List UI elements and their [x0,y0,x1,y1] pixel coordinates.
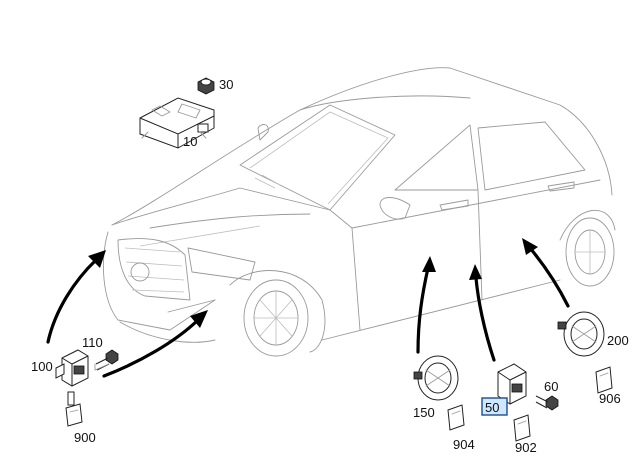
sensor-200 [557,311,605,357]
arrow-50-up [469,264,496,362]
callout-200[interactable]: 200 [607,333,629,348]
bolt-110 [94,349,119,371]
sensor-150 [413,355,459,401]
callout-150[interactable]: 150 [413,405,435,420]
callout-904[interactable]: 904 [453,437,475,452]
callout-100[interactable]: 100 [31,359,53,374]
arrow-to-front-lower [102,310,208,378]
arrow-200-up [522,238,570,308]
connector-906 [595,366,613,394]
bolt-60 [535,395,559,411]
arrow-150-up [416,256,436,354]
callout-902[interactable]: 902 [515,440,537,455]
callout-50-highlight [481,397,508,416]
callout-906[interactable]: 906 [599,391,621,406]
connector-900 [65,391,83,427]
callout-110[interactable]: 110 [82,335,103,350]
connector-904 [447,404,465,431]
sensor-50 [497,363,527,405]
nut-30 [197,77,215,95]
control-unit-10 [139,97,215,149]
car-outline [103,67,616,357]
callout-30[interactable]: 30 [219,77,233,92]
connector-902 [513,414,531,442]
callout-60[interactable]: 60 [544,379,558,394]
callout-900[interactable]: 900 [74,430,96,445]
arrow-100-to-front [46,250,106,344]
callout-50[interactable]: 50 [485,400,499,415]
callout-10[interactable]: 10 [183,134,197,149]
sensor-100 [55,349,89,387]
